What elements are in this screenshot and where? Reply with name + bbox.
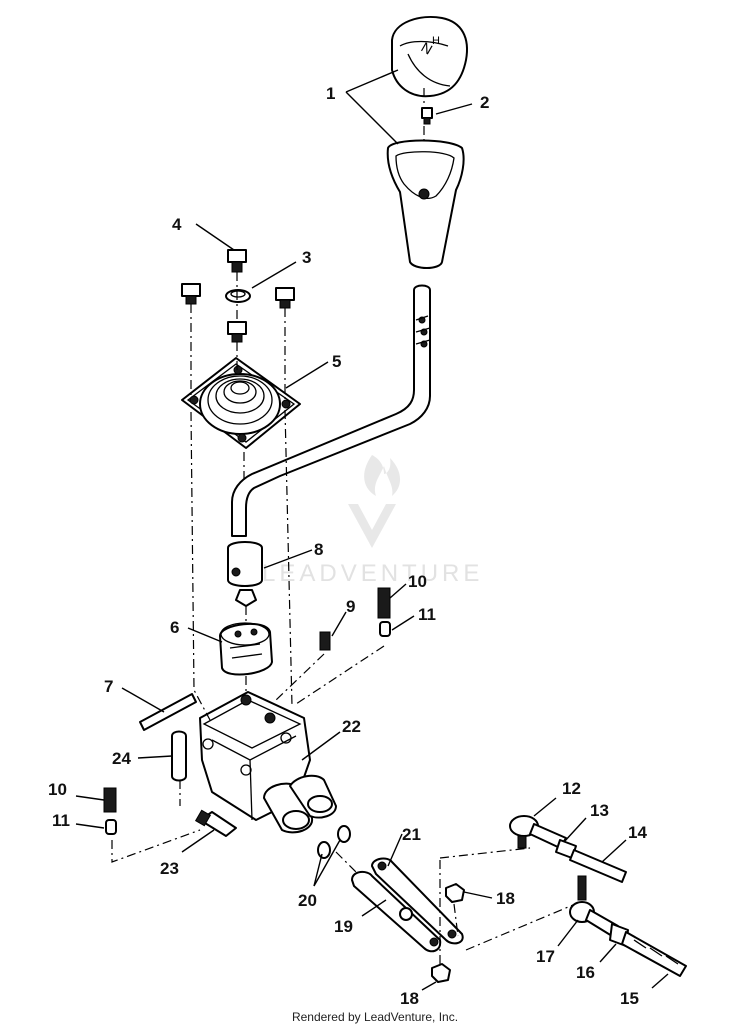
shift-boot bbox=[386, 139, 465, 269]
callout-14: 14 bbox=[628, 823, 647, 842]
dowel-7 bbox=[139, 693, 197, 731]
knob-screw bbox=[421, 107, 433, 125]
callout-10-right: 10 bbox=[408, 572, 427, 591]
callout-11-left: 11 bbox=[52, 811, 70, 830]
callout-1: 1 bbox=[326, 84, 335, 103]
callout-10-left: 10 bbox=[48, 780, 67, 799]
callout-12: 12 bbox=[562, 779, 581, 798]
callout-22: 22 bbox=[342, 717, 361, 736]
washer-3 bbox=[225, 289, 251, 303]
spring-10-left bbox=[103, 787, 117, 813]
washers-20 bbox=[317, 825, 351, 859]
shift-lever bbox=[227, 284, 431, 607]
svg-text:H: H bbox=[432, 35, 440, 47]
callout-23: 23 bbox=[160, 859, 179, 878]
callout-17: 17 bbox=[536, 947, 555, 966]
shift-cable-14 bbox=[569, 849, 627, 883]
watermark-text: LEADVENTURE bbox=[262, 560, 483, 587]
callout-9: 9 bbox=[346, 597, 355, 616]
spring-10-right bbox=[377, 587, 391, 619]
nut-18-lower bbox=[431, 963, 451, 983]
callout-24: 24 bbox=[112, 749, 131, 768]
callout-16: 16 bbox=[576, 963, 595, 982]
bolt-23 bbox=[194, 809, 237, 837]
shift-cam-6 bbox=[219, 622, 273, 676]
callout-2: 2 bbox=[480, 93, 489, 112]
callout-5: 5 bbox=[332, 352, 341, 371]
callout-7: 7 bbox=[104, 677, 113, 696]
nut-18-upper bbox=[445, 883, 465, 903]
callout-18-upper: 18 bbox=[496, 889, 515, 908]
leader-lines bbox=[75, 69, 669, 991]
shift-cable-15 bbox=[621, 931, 687, 977]
footer-credit: Rendered by LeadVenture, Inc. bbox=[291, 1010, 459, 1024]
shift-knob: N H bbox=[391, 16, 468, 98]
callout-15: 15 bbox=[620, 989, 639, 1008]
shift-housing-22 bbox=[199, 691, 337, 834]
callout-6: 6 bbox=[170, 618, 179, 637]
callout-21: 21 bbox=[402, 825, 421, 844]
watermark-logo bbox=[348, 455, 401, 548]
callout-19: 19 bbox=[334, 917, 353, 936]
callout-20: 20 bbox=[298, 891, 317, 910]
pin-24 bbox=[171, 730, 187, 782]
pin-11-left bbox=[105, 819, 117, 835]
callout-3: 3 bbox=[302, 248, 311, 267]
assembly-lines bbox=[111, 88, 581, 964]
boot-plate-5 bbox=[181, 357, 301, 449]
callout-11-right: 11 bbox=[418, 605, 436, 624]
bolts-4 bbox=[181, 249, 295, 343]
callout-13: 13 bbox=[590, 801, 609, 820]
callout-4: 4 bbox=[172, 215, 182, 234]
ball-joint-12 bbox=[509, 815, 567, 849]
spring-9 bbox=[319, 631, 331, 651]
callout-18-lower: 18 bbox=[400, 989, 419, 1008]
pin-11-right bbox=[379, 621, 391, 637]
callout-8: 8 bbox=[314, 540, 323, 559]
